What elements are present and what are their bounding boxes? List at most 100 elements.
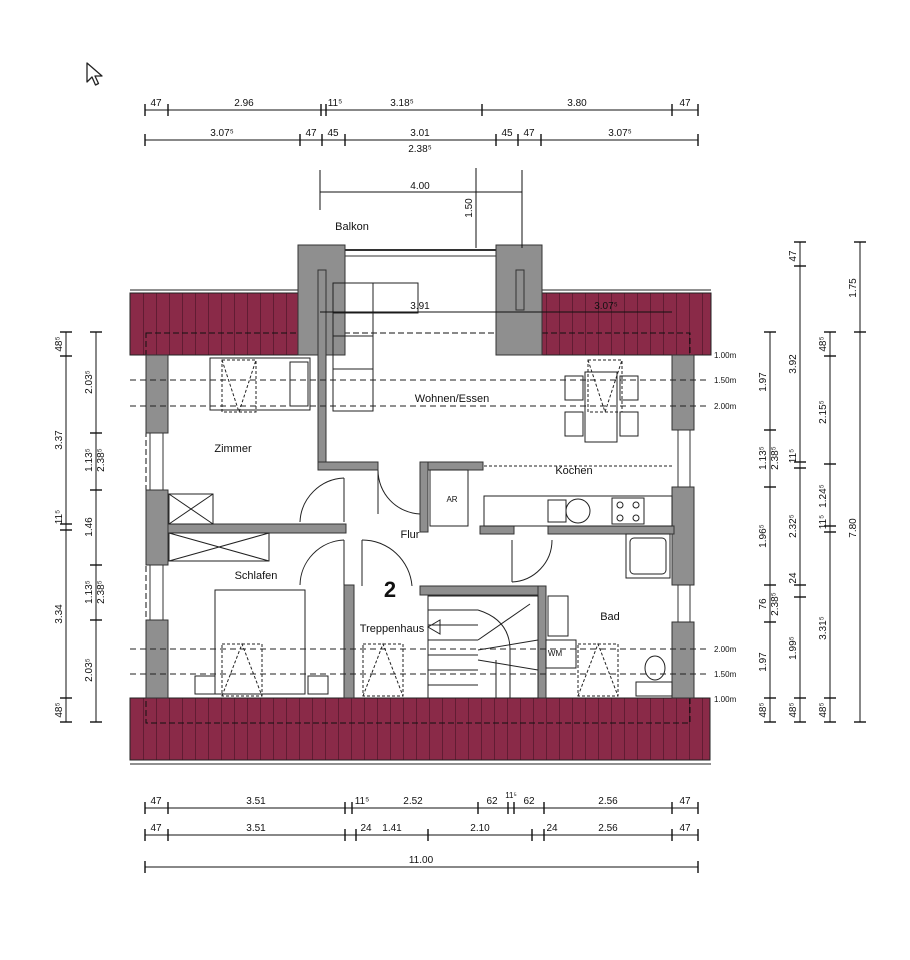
dim-label: 45 [327,128,339,139]
skylights [221,359,623,697]
room-label-wohnen: Wohnen/Essen [415,393,489,405]
room-label-bad: Bad [600,611,620,623]
dim-label: 1.13⁵ [84,448,95,472]
dimension-lines [65,109,861,868]
dim-label: 24 [788,572,799,584]
dim-label: 11⁵ [505,791,517,800]
dim-label: 11⁵ [328,98,343,109]
dim-label: 3.31⁵ [818,616,829,640]
level-label: 1.00m [714,695,737,704]
dim-label: 2.10 [470,823,490,834]
dim-label: 7.80 [848,518,859,538]
dim-label: 11⁵ [788,449,799,464]
dim-label: 3.07⁵ [594,301,618,312]
bed [194,589,329,695]
dim-label: 3.37 [54,430,65,450]
sofa [332,282,419,412]
dim-label: 3.51 [246,823,266,834]
dim-label: 76 [758,598,769,610]
dim-label: 1.97 [758,652,769,672]
room-label-kochen: Kochen [555,465,592,477]
kitchen-counter [483,465,673,527]
dim-label: 3.18⁵ [390,98,414,109]
dim-label: 2.38⁵ [770,446,781,470]
dim-label: 2.38⁵ [96,448,107,472]
dim-label: 3.01 [410,128,430,139]
dim-label: 3.07⁵ [210,128,234,139]
dim-label: 48⁵ [54,336,65,351]
dim-label: 47 [679,823,691,834]
dim-label: 1.13⁵ [758,446,769,470]
dim-label: 48⁵ [758,702,769,717]
dim-label: 48⁵ [54,702,65,717]
doors [299,469,553,587]
dim-label: 1.13⁵ [84,580,95,604]
dim-label: 1.41 [382,823,402,834]
dim-label: 45 [501,128,513,139]
dim-label: 3.51 [246,796,266,807]
ar-cabinet [429,469,469,527]
dim-label: 62 [486,796,498,807]
dim-label: 3.07⁵ [608,128,632,139]
room-label-balkon: Balkon [335,221,369,233]
roof-top-right [540,292,712,356]
level-label: 2.00m [714,645,737,654]
room-label-ar: AR [446,495,457,504]
dim-label: 3.92 [788,354,799,374]
dim-label: 11⁵ [818,515,829,530]
dim-label: 47 [150,823,162,834]
dim-label: 47 [305,128,317,139]
dim-label: 48⁵ [818,336,829,351]
dim-label: 24 [360,823,372,834]
dimension-ticks [60,104,866,873]
dim-label: 47 [788,250,799,262]
dim-label: 1.50 [464,198,475,218]
dining-table [564,371,639,443]
desk [209,357,311,411]
dim-label: 48⁵ [788,702,799,717]
dim-label: 1.75 [848,278,859,298]
dim-label: 3.34 [54,604,65,624]
dim-label: 2.38⁵ [770,592,781,616]
staircase [427,595,539,699]
dim-label: 3.80 [567,98,587,109]
room-label-zimmer: Zimmer [214,443,252,455]
dim-label: 2.03⁵ [84,658,95,682]
room-label-schlafen: Schlafen [235,570,278,582]
dim-label: 47 [150,98,162,109]
dim-label: 1.99⁵ [788,636,799,660]
stair-number: 2 [384,577,396,602]
room-label-treppenhaus: Treppenhaus [360,623,425,635]
dim-label: 2.38⁵ [96,580,107,604]
interior-walls [167,269,675,699]
dim-label: 1.46 [84,517,95,537]
dim-label: 2.38⁵ [408,144,432,155]
level-label: 1.00m [714,351,737,360]
dim-label: 48⁵ [818,702,829,717]
dim-label: 1.96⁵ [758,524,769,548]
dim-label: 2.56 [598,796,618,807]
dim-label: 11⁵ [54,510,65,525]
dim-label: 1.24⁵ [818,484,829,508]
dim-label: 47 [679,98,691,109]
dim-label: 62 [523,796,535,807]
dim-label: 47 [679,796,691,807]
level-label: 2.00m [714,402,737,411]
dim-label: 47 [150,796,162,807]
dim-label: 2.15⁵ [818,400,829,424]
level-lines [130,379,710,675]
level-label: 1.50m [714,376,737,385]
room-label-wm: WM [548,649,563,658]
roof-top-left [129,292,303,356]
room-label-flur: Flur [401,529,420,541]
exterior-walls [145,244,695,699]
wardrobes [168,493,270,562]
dim-label: 2.96 [234,98,254,109]
dim-label: 2.32⁵ [788,514,799,538]
dim-label: 2.03⁵ [84,370,95,394]
dim-label: 3.91 [410,301,430,312]
level-label: 1.50m [714,670,737,679]
roof-bottom [129,697,711,761]
dim-label: 1.97 [758,372,769,392]
